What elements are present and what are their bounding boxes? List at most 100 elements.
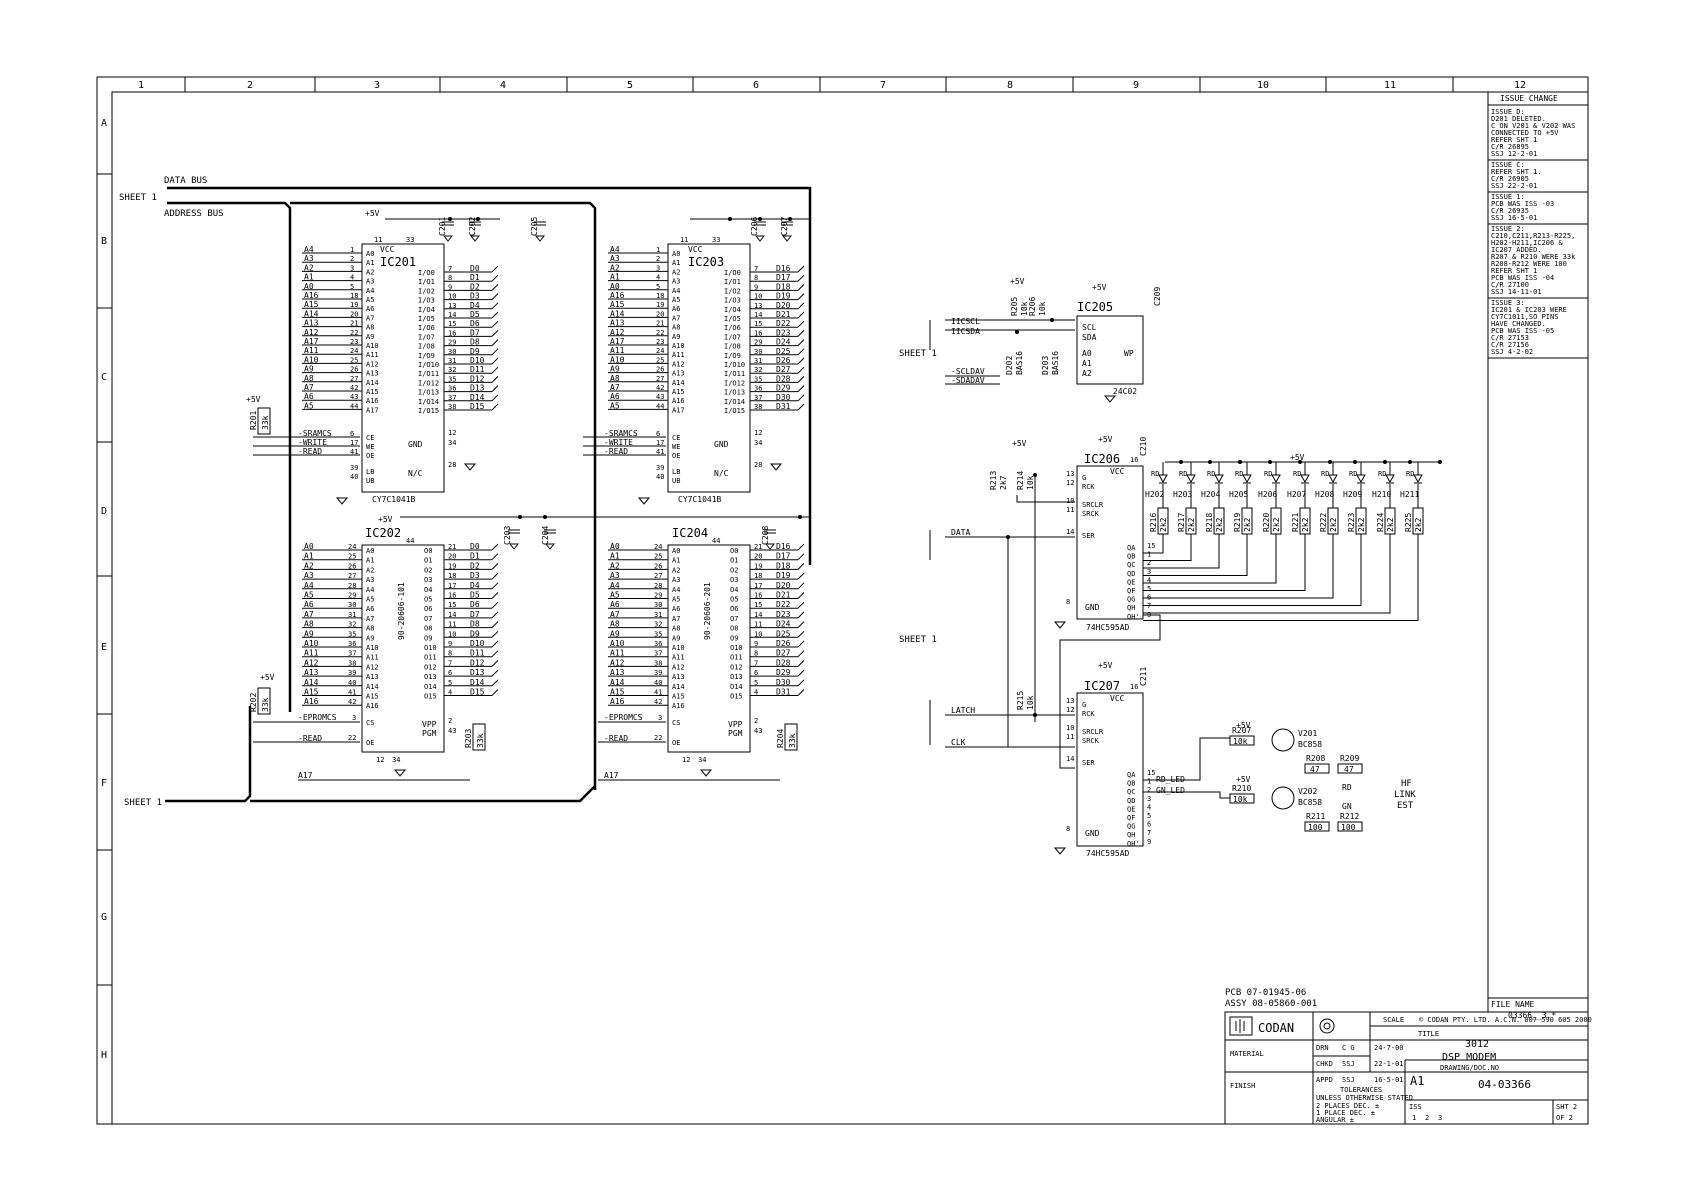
pin-number: 37 [754,394,762,402]
pin-label: I/O15 [724,407,745,415]
row-label: B [101,236,107,247]
pin-label: O13 [730,673,743,681]
issue-change-line: IC201 & IC203 WERE [1491,306,1567,314]
pin-label: QH [1127,831,1135,839]
memory-control-signals: -SRAMCS -WRITE -READ -EPROMCS -READ A17 … [253,429,780,781]
component-value: 47 [1344,765,1354,774]
pin-label: I/O10 [724,361,745,369]
pin-number: 25 [348,553,356,561]
iss-label: ISS [1409,1103,1422,1111]
drawing-title-1: 3012 [1465,1039,1489,1050]
bus-entry [797,689,805,696]
pin-label: A7 [672,314,680,322]
component-ref: R206 [1028,297,1037,316]
data-signal: D10 [470,639,485,648]
issue-change-line: REFER SHT 1. [1491,168,1542,176]
address-signal: A17 [304,337,319,346]
pin-number: 28 [348,582,356,590]
bus-entry [797,330,805,337]
bus-entry [797,274,805,282]
pin-label: SER [1082,532,1095,540]
bus-entry [491,582,499,590]
col-label: 4 [500,80,506,91]
issue-change-line: IC207 ADDED. [1491,246,1542,254]
address-signal: A12 [304,328,319,337]
pin-number: 1 [1147,778,1151,786]
pin-number: 6 [1147,594,1151,602]
resistor [1304,763,1330,774]
pin-number: 19 [350,301,358,309]
pin-label: VCC [380,245,395,254]
issue-change-line: PCB WAS ISS -05 [1491,327,1554,335]
component-ref: C206 [750,217,759,236]
pin-label: A13 [366,673,379,681]
tolerance-line: 2 PLACES DEC. ± [1316,1102,1379,1110]
pin-number: 8 [448,650,452,658]
pin-label: A4 [366,586,374,594]
pin-number: 28 [654,582,662,590]
pin-label: QA [1127,771,1136,779]
bus-entry [491,669,499,677]
led-drive-line [1143,534,1306,591]
data-signal: D26 [776,639,791,648]
buses: DATA BUS SHEET 1 ADDRESS BUS SHEET 1 [119,176,812,808]
ic-part: 24C02 [1113,387,1137,396]
ic-part: CY7C1041B [678,495,722,504]
pin-label: O8 [730,625,738,633]
ground-symbol [393,769,407,777]
pin-number: 6 [350,430,354,438]
led-ref: H208 [1315,490,1334,499]
data-signal: D6 [470,600,480,609]
chkd-label: CHKD [1316,1060,1333,1068]
pin-label: OE [366,452,374,460]
data-signal: D23 [776,328,791,337]
pin-number: 13 [1066,697,1074,705]
pin-number: 21 [754,543,762,551]
resistor-value: 2k2 [1159,517,1168,532]
pin-label: QA [1127,544,1136,552]
address-signal: A14 [610,309,625,318]
row-label: E [101,642,107,653]
pin-number: 30 [654,601,662,609]
pin-label: O0 [424,547,432,555]
appd-date: 16-5-01 [1374,1076,1404,1084]
pin-label: QB [1127,780,1135,788]
pin-number: 11 [1066,733,1074,741]
led-symbol [1356,474,1366,484]
component-value: BAS16 [1051,351,1060,375]
ic-ref: IC203 [688,255,724,269]
pin-label: QG [1127,823,1135,831]
led-ref: H204 [1201,490,1220,499]
pin-number: 39 [350,464,358,472]
bus-entry [797,293,805,300]
pin-number: 32 [754,366,762,374]
pin-number: 11 [374,236,382,244]
data-signal: D18 [776,561,791,570]
data-signal: D20 [776,581,791,590]
bus-entry [797,385,805,392]
pin-label: A5 [672,596,680,604]
col-label: 11 [1384,80,1396,91]
bus-entry [797,543,805,551]
issue-change-line: REFER SHT 1 [1491,136,1537,144]
pin-label: A11 [366,351,379,359]
pin-number: 20 [350,310,358,318]
pin-label: O4 [424,586,432,594]
pin-label: CS [672,719,680,727]
pin-label: A12 [366,360,379,368]
pin-label: A5 [672,296,680,304]
bus-entry [797,679,805,687]
data-signal: D9 [470,347,480,356]
pin-number: 28 [754,461,762,469]
ground-symbol [637,497,651,505]
pin-number: 21 [656,320,664,328]
drn-by: C G [1342,1044,1355,1052]
pin-number: 26 [348,562,356,570]
pin-label: SRCK [1082,737,1100,745]
led-symbol [1214,474,1224,484]
pin-number: 37 [348,650,356,658]
pin-number: 21 [448,543,456,551]
pin-number: 11 [448,621,456,629]
pin-label: OE [672,739,680,747]
data-signal: D3 [470,292,480,301]
